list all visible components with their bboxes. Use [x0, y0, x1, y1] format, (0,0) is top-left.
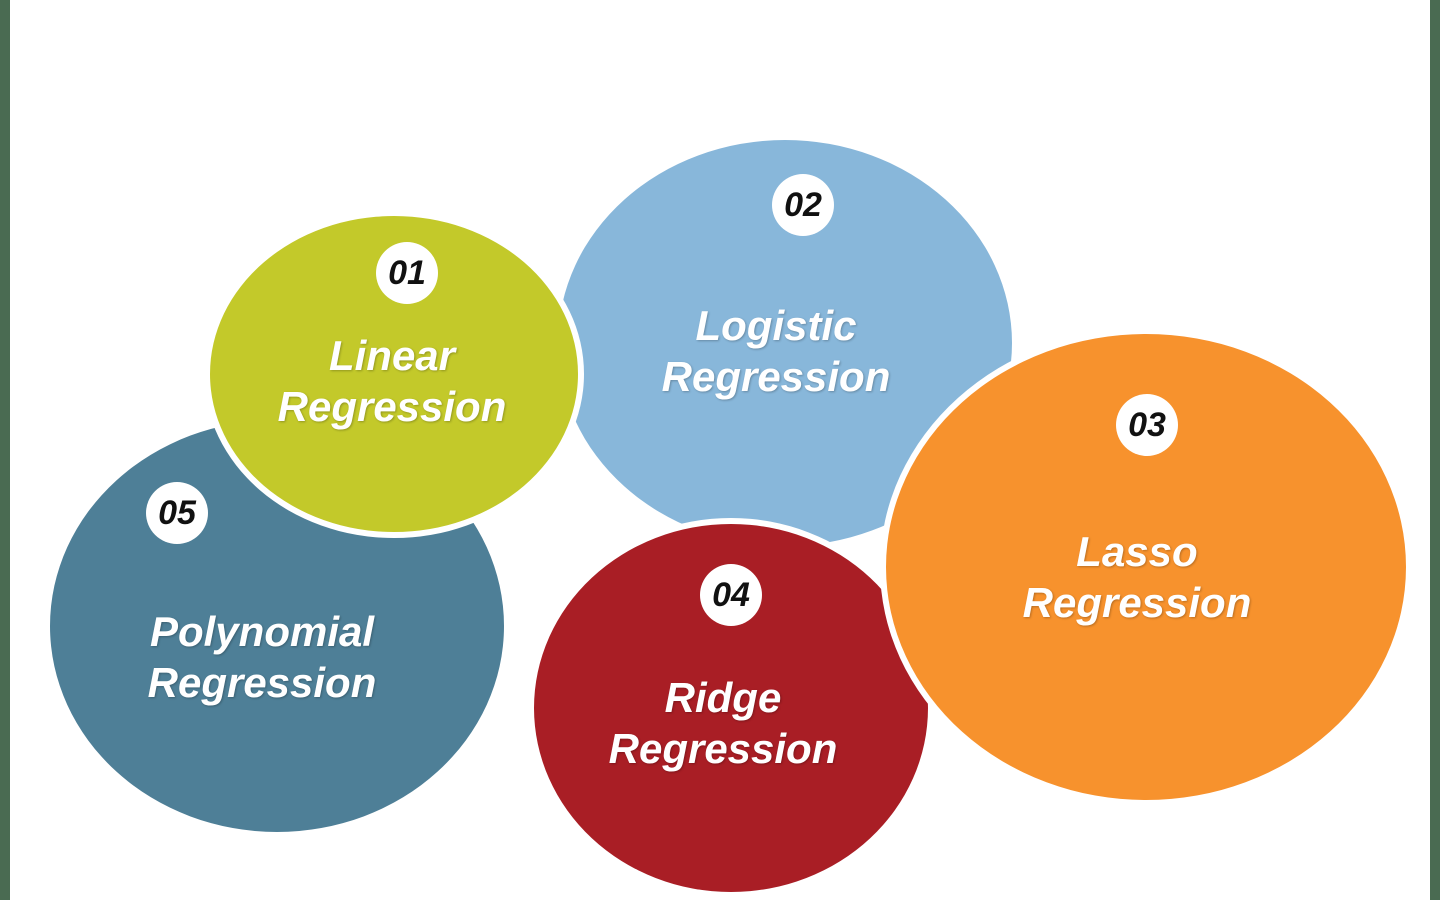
- lasso-label-line2: Regression: [1022, 579, 1252, 627]
- logistic-regression-bubble: 02 Logistic Regression: [552, 134, 1018, 552]
- ridge-label-line2: Regression: [608, 725, 838, 773]
- left-border: [0, 0, 10, 900]
- polynomial-label-line2: Regression: [147, 659, 377, 707]
- ridge-label-line1: Ridge: [664, 674, 782, 721]
- linear-regression-bubble: 01 Linear Regression: [204, 210, 584, 538]
- lasso-label: Lasso Regression: [886, 526, 1388, 628]
- logistic-label: Logistic Regression: [558, 300, 994, 402]
- ridge-number-badge: 04: [700, 564, 762, 626]
- logistic-number-badge: 02: [772, 174, 834, 236]
- lasso-label-line1: Lasso: [1076, 528, 1198, 575]
- linear-number-badge: 01: [376, 242, 438, 304]
- logistic-label-line1: Logistic: [695, 302, 857, 349]
- linear-label-line2: Regression: [277, 383, 507, 431]
- ridge-regression-bubble: 04 Ridge Regression: [528, 518, 934, 898]
- linear-label-line1: Linear: [328, 332, 456, 379]
- logistic-label-line2: Regression: [661, 353, 891, 401]
- polynomial-label-line1: Polynomial: [149, 608, 375, 655]
- ridge-label: Ridge Regression: [534, 672, 912, 774]
- lasso-number-badge: 03: [1116, 394, 1178, 456]
- polynomial-number-badge: 05: [146, 482, 208, 544]
- right-border: [1430, 0, 1440, 900]
- linear-label: Linear Regression: [210, 330, 574, 432]
- polynomial-label: Polynomial Regression: [40, 606, 484, 708]
- lasso-regression-bubble: 03 Lasso Regression: [880, 328, 1412, 806]
